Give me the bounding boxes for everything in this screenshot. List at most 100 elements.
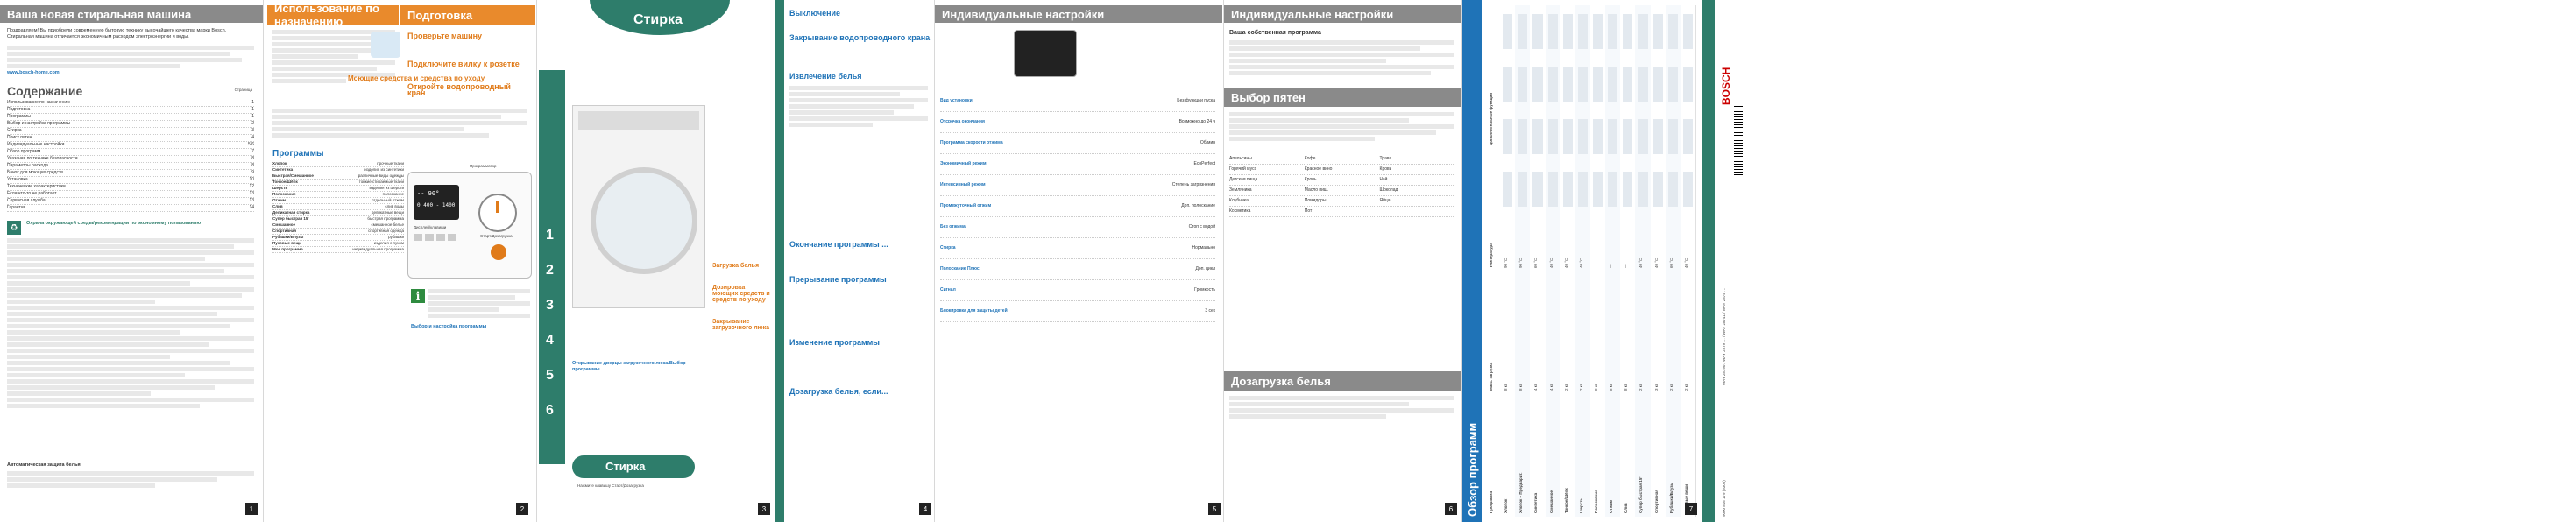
bottom-wash-sub: Нажмите клавишу Старт/Дозагрузка: [577, 483, 644, 488]
program-name: Синтетика: [272, 167, 294, 172]
open-door-title: Открывание дверцы загрузочного люка/Выбо…: [572, 361, 686, 372]
contents-item-page: 12: [249, 184, 254, 189]
stain-cell: Помидоры: [1304, 198, 1327, 203]
setting-name: Полоскание Плюс: [940, 266, 980, 272]
page-number-6: 6: [1445, 503, 1457, 515]
program-desc: смешанное белье: [371, 222, 404, 227]
contents-title: Содержание: [7, 84, 83, 98]
start-button[interactable]: [491, 244, 506, 260]
overview-option-marks: [1593, 14, 1603, 224]
panel-1-title-bar: Ваша новая стиральная машина: [0, 5, 263, 23]
website-link[interactable]: www.bosch-home.com: [7, 70, 60, 75]
program-desc: полоскание: [382, 192, 404, 196]
check-label: Проверьте машину: [407, 32, 483, 40]
contents-item-label: Указания по технике безопасности: [7, 156, 78, 161]
step-title: Загрузка белья: [712, 263, 760, 269]
panel-8: BOSCH WAY 28790 / WAY 2879 … / WAY 28741…: [1702, 0, 2576, 522]
setting-name: Сигнал: [940, 287, 956, 293]
overview-cell-prog: Синтетика: [1533, 492, 1539, 513]
program-name: Пуховые вещи: [272, 241, 302, 245]
program-dial[interactable]: [478, 194, 517, 232]
contents-item-label: Использование по назначению: [7, 100, 70, 105]
key-row: [414, 234, 456, 241]
overview-cell-load: 8 кг: [1624, 384, 1629, 391]
off-title: Выключение: [789, 9, 841, 18]
step-number: 6: [546, 403, 554, 418]
contents-item-page: 3: [251, 128, 254, 133]
overview-band: [1462, 0, 1482, 522]
key-button[interactable]: [436, 234, 445, 241]
overview-cell-temp: 60 °C: [1668, 257, 1674, 268]
overview-option-marks: [1518, 14, 1528, 224]
page-number-1: 1: [245, 503, 258, 515]
prep-title: Подготовка: [407, 8, 473, 22]
program-desc: отдельный отжим: [372, 198, 404, 202]
panel-5-title-bar: Индивидуальные настройки: [935, 5, 1222, 23]
program-name: Мое программа: [272, 247, 303, 251]
overview-cell-temp: 90 °C: [1518, 257, 1524, 268]
overview-option-marks: [1503, 14, 1513, 224]
contents-item-page: 8: [251, 156, 254, 161]
key-button[interactable]: [448, 234, 456, 241]
machine-door[interactable]: [591, 167, 697, 274]
select-lines: [428, 289, 530, 320]
overview-cell-temp: 40 °C: [1548, 257, 1553, 268]
overview-cell-temp: 90 °C: [1504, 257, 1509, 268]
wash-title: Стирка: [633, 12, 683, 27]
overview-option-marks: [1562, 14, 1573, 224]
stain-cell: Детская пища: [1229, 177, 1258, 182]
stain-title: Выбор пятен: [1231, 90, 1306, 104]
contents-item-page: 4: [251, 135, 254, 140]
program-name: Отжим: [272, 198, 287, 202]
key-button[interactable]: [425, 234, 434, 241]
machine-control-strip: [578, 111, 699, 130]
usage-lines: [272, 30, 395, 85]
stain-lines: [1229, 112, 1454, 143]
overview-cell-temp: 40 °C: [1638, 257, 1644, 268]
usage-title: Использование по назначению: [274, 2, 379, 28]
contents-page-label: Страница: [234, 88, 252, 92]
cover-stripe: [1702, 0, 1715, 522]
setting-name: Стирка: [940, 245, 956, 250]
program-name: Деликатная стирка: [272, 210, 310, 215]
key-button[interactable]: [414, 234, 422, 241]
stain-bar: Выбор пятен: [1224, 88, 1461, 107]
overview-cell-load: 8 кг: [1609, 384, 1614, 391]
overview-cell-prog: Слив: [1624, 503, 1629, 513]
prep-bar: Подготовка: [400, 5, 535, 25]
panel-2: Использование по назначению Подготовка П…: [267, 0, 535, 522]
own-lines: [1229, 40, 1454, 77]
contents-row[interactable]: Указания по технике безопасности 8: [7, 156, 254, 163]
